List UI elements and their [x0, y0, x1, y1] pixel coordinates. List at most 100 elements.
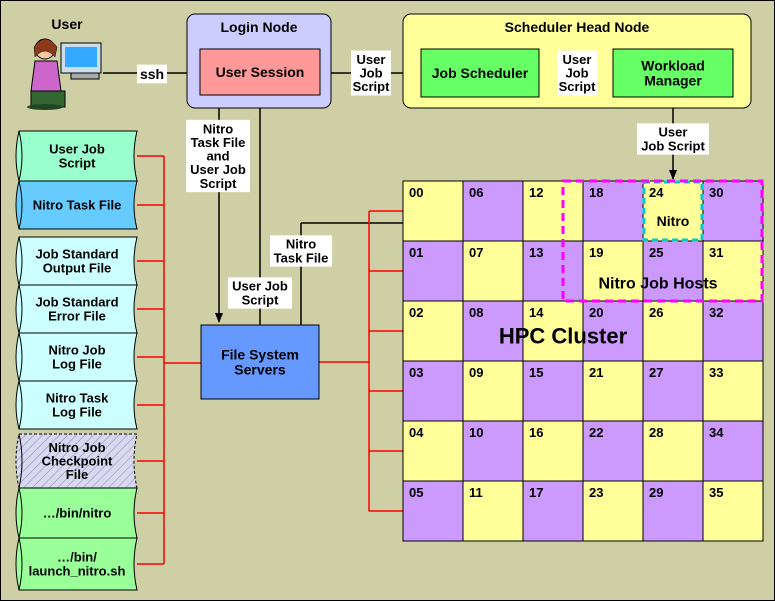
cluster-node-cell [642, 420, 704, 482]
file-label-line: launch_nitro.sh [29, 563, 126, 578]
cluster-node-cell [702, 180, 764, 242]
cluster-node-id: 34 [709, 425, 724, 440]
session-to-fs-label-line: and [206, 149, 229, 164]
file-system-servers-label-line: File System [221, 347, 299, 363]
cluster-node-cell [402, 180, 464, 242]
cluster-node-id: 15 [529, 365, 543, 380]
cluster-node-id: 00 [409, 185, 423, 200]
fs-to-session-label-line: User Job [232, 279, 288, 294]
cluster-node-id: 13 [529, 245, 543, 260]
nitro-job-hosts-border [561, 179, 764, 303]
file-cylinder-edge [18, 537, 23, 591]
cluster-node-id: 29 [649, 485, 663, 500]
job-scheduler-label: Job Scheduler [432, 65, 529, 81]
file-cylinder-edge [18, 180, 23, 230]
cluster-node-id: 10 [469, 425, 483, 440]
chair-base-icon [27, 104, 63, 110]
nitro-job-hosts-label: Nitro Job Hosts [598, 276, 717, 293]
cluster-node-cell [402, 480, 464, 542]
file-cylinder-edge [18, 332, 23, 382]
file-label-line: Nitro Job [48, 343, 105, 358]
session-to-fs-label-line: Script [200, 176, 238, 191]
fs-to-nitro-label-line: Task File [274, 250, 329, 265]
fs-to-nitro-label-line: Nitro [286, 237, 316, 252]
keyboard-icon [70, 72, 100, 80]
scheduler-to-manager-label-line: Job [565, 66, 588, 81]
cluster-node-cell [402, 300, 464, 362]
session-to-fs-label-line: Nitro [203, 121, 233, 136]
cluster-node-cell [702, 360, 764, 422]
cluster-node-cell [582, 360, 644, 422]
file-cylinder-edge [18, 433, 23, 489]
cluster-node-id: 27 [649, 365, 663, 380]
cluster-node-id: 23 [589, 485, 603, 500]
cluster-node-cell [522, 480, 584, 542]
cluster-node-cell [522, 360, 584, 422]
login-node-title: Login Node [221, 19, 298, 35]
session-to-scheduler-label-line: User [357, 52, 386, 67]
file-label-line: Job Standard [35, 247, 118, 262]
cluster-node-id: 14 [529, 305, 544, 320]
file-cylinder-edge [18, 130, 23, 182]
cluster-node-id: 05 [409, 485, 423, 500]
hpc-cluster-title: HPC Cluster [499, 324, 628, 349]
cluster-node-id: 16 [529, 425, 543, 440]
cluster-node-id: 35 [709, 485, 723, 500]
cluster-node-id: 17 [529, 485, 543, 500]
ssh-label-line: ssh [140, 66, 164, 82]
file-label-line: Nitro Task [46, 391, 109, 406]
cluster-node-id: 08 [469, 305, 483, 320]
user-label-line: User [51, 16, 83, 32]
cluster-node-cell [402, 240, 464, 302]
scheduler-to-manager-label-bg [557, 50, 597, 96]
workload-manager-label-line: Workload [641, 58, 705, 74]
cluster-node-cell [522, 240, 584, 302]
file-cylinder-edge [18, 236, 23, 286]
workload-manager-box [612, 48, 734, 98]
ssh-label: ssh [140, 66, 164, 82]
login-node-title-line: Login Node [221, 19, 298, 35]
cluster-node-id: 02 [409, 305, 423, 320]
cluster-node-cell [522, 420, 584, 482]
cluster-node-id: 32 [709, 305, 723, 320]
cluster-node-cell [462, 360, 524, 422]
cluster-node-id: 26 [649, 305, 663, 320]
nitro-job-hosts-label-line: Nitro Job Hosts [598, 276, 717, 293]
file-system-servers-box [200, 324, 320, 400]
workload-manager-label-line: Manager [644, 72, 702, 88]
manager-to-nitro-label-line: Job Script [641, 138, 705, 153]
cluster-node-id: 24 [649, 185, 664, 200]
nitro-cell-border [642, 180, 704, 242]
cluster-node-id: 03 [409, 365, 423, 380]
user-session-box [199, 48, 321, 96]
file-label: …/bin/nitro [43, 506, 112, 521]
nitro-label: Nitro [657, 213, 690, 229]
cluster-node-cell [582, 480, 644, 542]
nitro-label-line: Nitro [657, 213, 690, 229]
fs-to-nitro-label-bg [270, 235, 332, 267]
cluster-node-cell [522, 180, 584, 242]
cluster-node-cell [702, 300, 764, 362]
cluster-node-cell [582, 180, 644, 242]
cluster-node-id: 28 [649, 425, 663, 440]
session-to-scheduler-label-line: Script [353, 79, 391, 94]
scheduler-to-manager-label-line: Script [559, 79, 597, 94]
file-label-line: Error File [48, 308, 106, 323]
file-cylinder [15, 537, 138, 591]
cluster-node-id: 30 [709, 185, 723, 200]
fs-to-session-label-line: Script [242, 292, 280, 307]
cluster-node-cell [702, 480, 764, 542]
session-to-fs-label-line: User Job [190, 162, 246, 177]
file-label: …/bin/launch_nitro.sh [29, 550, 126, 579]
session-to-fs-label-line: Task File [191, 135, 246, 150]
